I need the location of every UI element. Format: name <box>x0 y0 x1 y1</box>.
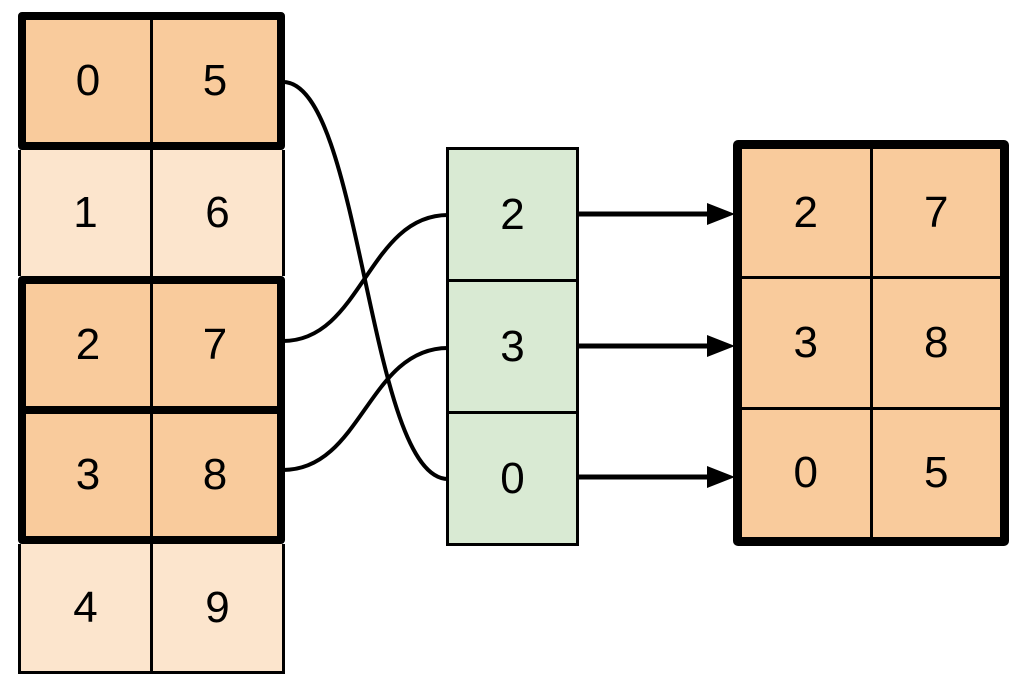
source-row-1: 1 6 <box>18 150 285 276</box>
source-cell-r3c1: 8 <box>202 450 228 499</box>
source-cell-r1c1: 6 <box>205 188 230 237</box>
source-row-0: 0 5 <box>26 20 277 142</box>
source-cell-r4c0: 4 <box>21 544 153 671</box>
source-table: 0 5 1 6 2 7 3 8 4 9 <box>18 12 285 674</box>
curve-source-row2-to-index-cell0 <box>282 213 449 343</box>
source-cell-r3c0: 3 <box>26 414 153 536</box>
result-cell-r2c1: 5 <box>924 448 949 498</box>
curve-source-row0-to-index-cell2 <box>282 80 449 481</box>
index-cell-2: 0 <box>500 453 525 503</box>
result-cell-r1c1: 8 <box>924 317 949 367</box>
source-row-3: 3 8 <box>26 414 277 536</box>
source-cell-r1c0: 1 <box>21 150 153 276</box>
source-cell-r4c1: 9 <box>205 582 230 632</box>
source-row-2: 2 7 <box>26 284 277 414</box>
index-cell-1: 3 <box>449 282 576 414</box>
index-cell-0: 2 <box>449 150 576 282</box>
result-cell-r1c0: 3 <box>742 279 873 407</box>
source-row-4: 4 9 <box>18 544 285 674</box>
result-cell-r0c0: 2 <box>742 149 873 277</box>
result-cell-r0c1: 7 <box>924 187 949 237</box>
result-cell-r2c0: 0 <box>742 409 873 537</box>
source-selected-block-row0: 0 5 <box>18 12 285 150</box>
source-selected-block-rows2-3: 2 7 3 8 <box>18 276 285 544</box>
result-table: 2 7 3 8 0 5 <box>733 140 1009 546</box>
arrow-index-cell1-to-result-row1 <box>579 335 735 357</box>
curve-source-row3-to-index-cell1 <box>282 346 449 472</box>
source-cell-r0c0: 0 <box>26 20 153 142</box>
result-row-1: 3 8 <box>742 279 1000 410</box>
result-row-2: 0 5 <box>742 409 1000 537</box>
index-column: 2 3 0 <box>446 147 579 546</box>
result-row-0: 2 7 <box>742 149 1000 280</box>
arrow-index-cell2-to-result-row2 <box>579 466 735 488</box>
source-cell-r0c1: 5 <box>202 56 228 105</box>
source-cell-r2c1: 7 <box>202 320 228 369</box>
source-cell-r2c0: 2 <box>26 284 153 406</box>
arrow-index-cell0-to-result-row0 <box>579 203 735 225</box>
